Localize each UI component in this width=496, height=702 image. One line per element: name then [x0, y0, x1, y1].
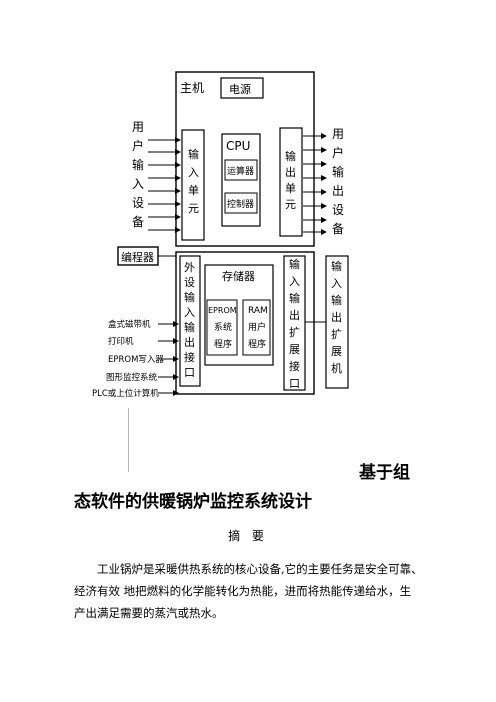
cpu-box	[221, 133, 261, 227]
output-arrows	[303, 133, 327, 235]
peripheral-monitor: 图形监控系统	[106, 372, 158, 383]
peripherals-list: 盒式磁带机 打印机 EPROM写入器 图形监控系统 PLC或上位计算机	[92, 319, 164, 399]
expansion-interface-label: 输入输 出扩展 接口	[289, 257, 304, 390]
controller-box	[224, 192, 258, 214]
paragraph-line: 工业锅炉是采暖供热系统的核心设备,它的主要任务是安全可靠、	[97, 562, 423, 576]
ram-sub: 用户程序	[248, 321, 266, 350]
external-io-box	[179, 255, 201, 387]
memory-box	[204, 264, 274, 366]
input-unit-box	[181, 129, 205, 241]
input-unit-label: 输入单元	[188, 147, 199, 215]
paragraph-line: 经济有效 地把燃料的化学能转化为热能，进而将热能传递给水，生	[74, 584, 412, 598]
eprom-box	[206, 299, 238, 356]
peripheral-arrows	[158, 321, 179, 396]
host-frame	[175, 71, 315, 247]
abstract-heading: 摘 要	[228, 529, 268, 543]
peripheral-printer: 打印机	[108, 336, 134, 347]
peripheral-tape: 盒式磁带机	[108, 319, 151, 330]
user-input-devices-label: 用户输 入设备	[132, 120, 148, 229]
alu-label: 运算器	[227, 165, 254, 177]
margin-line	[128, 408, 129, 472]
alu-box	[224, 159, 258, 181]
title-part-2: 态软件的供暖锅炉监控系统设计	[74, 492, 312, 512]
paragraph-line: 产出满足需要的蒸汽或热水。	[74, 606, 224, 620]
abstract-paragraph: 工业锅炉是采暖供热系统的核心设备,它的主要任务是安全可靠、 经济有效 地把燃料的…	[74, 558, 434, 624]
peripheral-plc: PLC或上位计算机	[92, 388, 159, 399]
eprom-sub: 系统程序	[214, 321, 232, 350]
host-label: 主机	[180, 81, 204, 95]
user-output-devices-label: 用户输 出设备	[332, 127, 348, 236]
output-unit-label: 输出单元	[285, 149, 296, 211]
title-part-1: 基于组	[359, 463, 410, 483]
output-unit-box	[279, 127, 303, 237]
power-box	[220, 77, 264, 99]
external-io-label: 外设输 入输出 接口	[184, 261, 199, 379]
power-label: 电源	[229, 82, 251, 96]
plc-structure-diagram: 主机 电源 CPU 运算器 控制器 输入单元 输出单元 用户输 入设备	[92, 71, 349, 399]
eprom-label: EPROM	[208, 306, 237, 315]
expansion-interface-box	[283, 255, 306, 391]
expansion-unit-label: 输入输 出扩展 机	[331, 259, 346, 375]
ram-box	[242, 299, 271, 356]
cpu-label: CPU	[226, 139, 250, 153]
input-arrows	[148, 137, 181, 233]
memory-label: 存储器	[222, 269, 255, 283]
peripheral-eprom-writer: EPROM写入器	[108, 355, 164, 365]
programmer-label: 编程器	[121, 250, 154, 264]
ram-label: RAM	[248, 306, 268, 316]
controller-label: 控制器	[227, 198, 254, 210]
expansion-unit-box	[325, 255, 349, 389]
